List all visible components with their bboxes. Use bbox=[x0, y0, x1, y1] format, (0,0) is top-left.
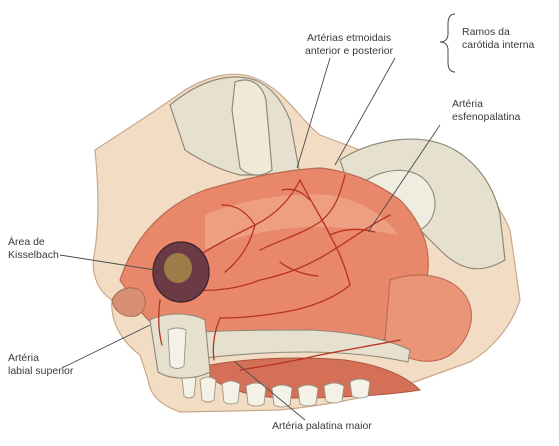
label-ramos-line1: Ramos da bbox=[462, 26, 534, 39]
tooth bbox=[324, 383, 344, 403]
label-kisselbach-line2: Kisselbach bbox=[8, 249, 59, 262]
label-etmoidais: Artérias etmoidais anterior e posterior bbox=[305, 32, 393, 58]
label-kisselbach: Área de Kisselbach bbox=[8, 236, 59, 262]
label-esfenopalatina-line2: esfenopalatina bbox=[452, 111, 520, 124]
label-kisselbach-line1: Área de bbox=[8, 236, 59, 249]
label-esfenopalatina: Artéria esfenopalatina bbox=[452, 98, 520, 124]
tooth bbox=[350, 379, 370, 398]
incisor bbox=[168, 328, 186, 369]
tooth bbox=[246, 383, 266, 406]
label-ramos: Ramos da carótida interna bbox=[462, 26, 534, 52]
label-etmoidais-line2: anterior e posterior bbox=[305, 45, 393, 58]
label-etmoidais-line1: Artérias etmoidais bbox=[305, 32, 393, 45]
tooth bbox=[272, 385, 292, 407]
label-labial-line1: Artéria bbox=[8, 352, 73, 365]
kisselbach-highlight bbox=[164, 253, 192, 283]
bracket bbox=[440, 14, 455, 72]
label-ramos-line2: carótida interna bbox=[462, 39, 534, 52]
tooth bbox=[298, 385, 318, 406]
label-palatina: Artéria palatina maior bbox=[272, 420, 372, 433]
label-esfenopalatina-line1: Artéria bbox=[452, 98, 520, 111]
label-labial: Artéria labial superior bbox=[8, 352, 73, 378]
tooth bbox=[222, 381, 240, 404]
label-palatina-line1: Artéria palatina maior bbox=[272, 420, 372, 433]
label-labial-line2: labial superior bbox=[8, 365, 73, 378]
tooth bbox=[200, 377, 216, 402]
